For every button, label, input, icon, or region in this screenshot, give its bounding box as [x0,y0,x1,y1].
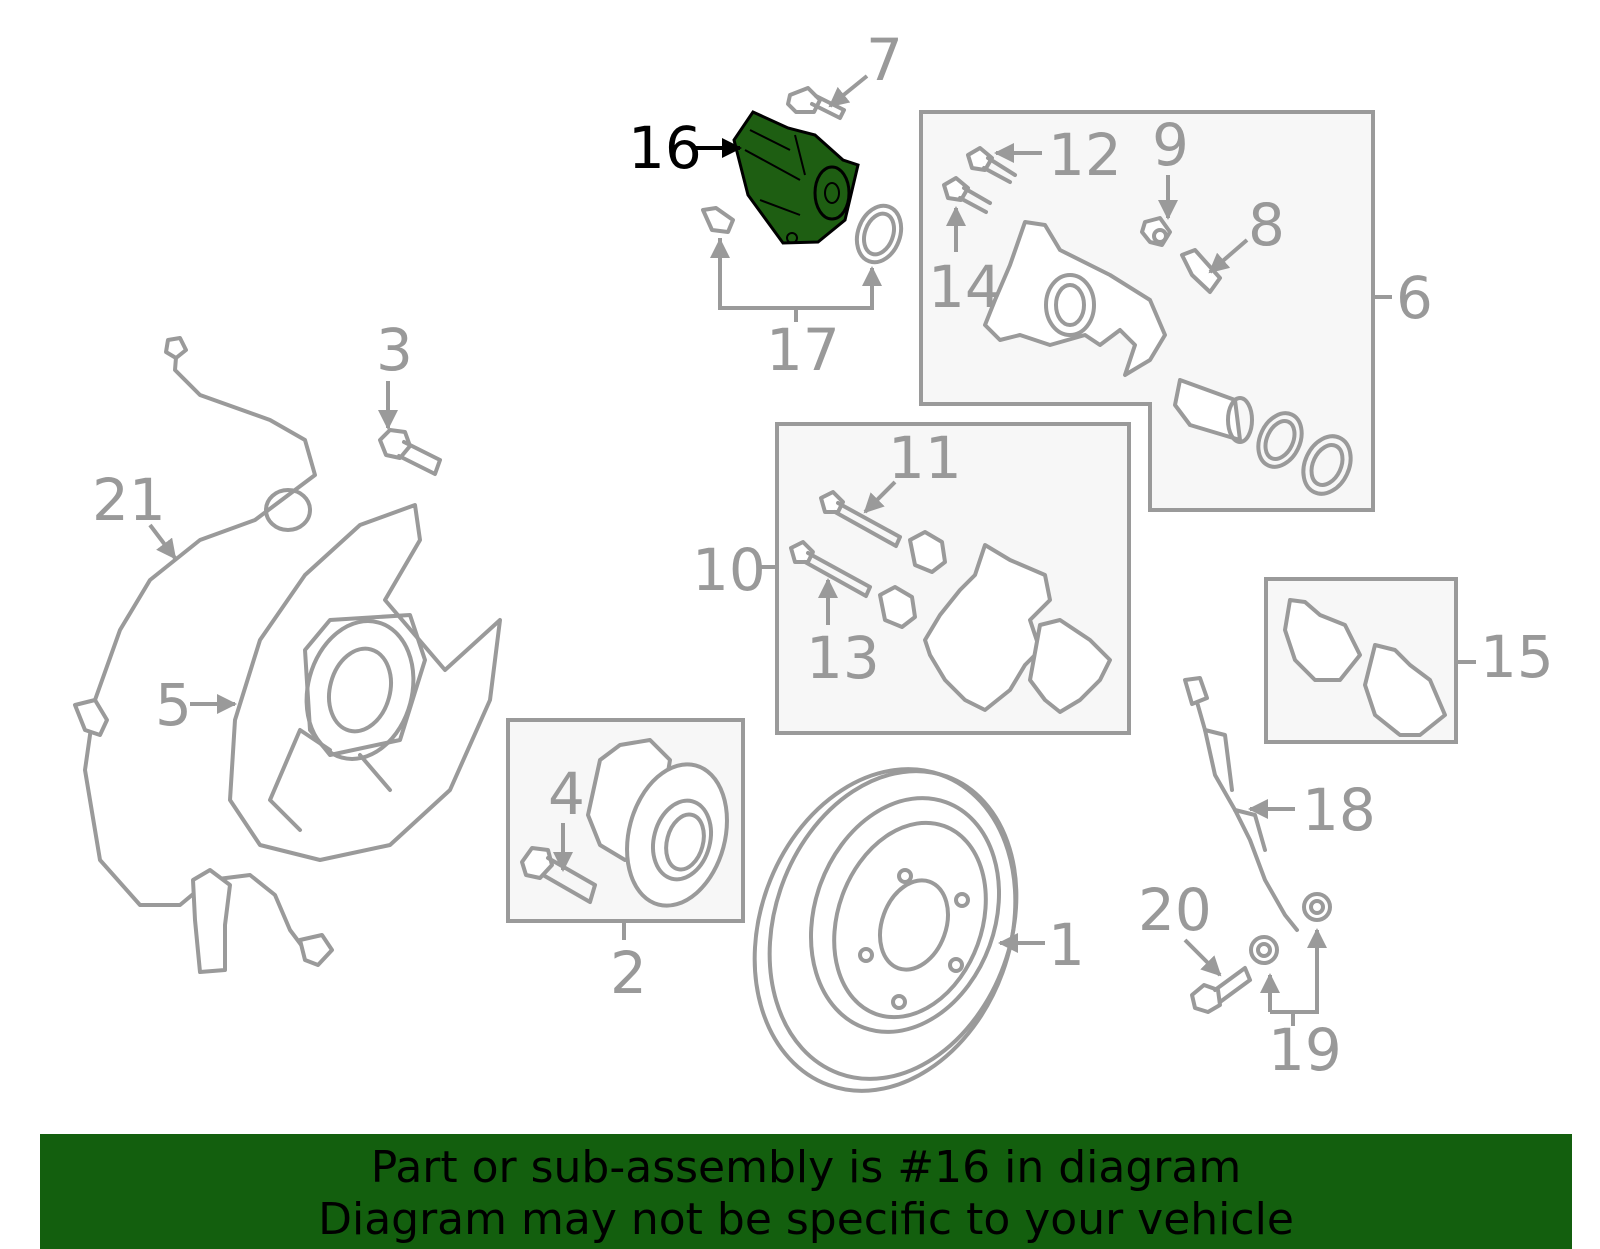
hub-part-2 [520,738,729,940]
dust-shield-part-5 [190,503,502,862]
bolt-part-7 [786,74,869,120]
brake-pads-part-15 [1283,598,1476,737]
bleeder-parts-8-9 [1140,175,1249,294]
callout-8: 8 [1248,191,1285,259]
caliper-bracket-part-10 [758,480,1112,714]
callout-2: 2 [610,939,647,1007]
abs-sensor-part-21 [73,336,334,974]
callout-6: 6 [1396,264,1433,332]
callout-12: 12 [1048,121,1122,189]
callout-18: 18 [1302,776,1376,844]
callout-11: 11 [888,424,962,492]
callout-5: 5 [155,671,192,739]
bolt-and-oring-part-17 [701,203,904,322]
callout-19: 19 [1268,1016,1342,1084]
bolt-part-3 [378,381,442,476]
info-banner: Part or sub-assembly is #16 in diagram D… [40,1134,1572,1249]
callout-9: 9 [1152,111,1189,179]
callout-10: 10 [692,536,766,604]
callout-14: 14 [928,253,1002,321]
brake-hose-part-18 [1183,676,1299,932]
callout-7: 7 [866,26,903,94]
banner-line-disclaimer: Diagram may not be specific to your vehi… [318,1194,1294,1245]
callout-3: 3 [376,316,413,384]
washers-part-19 [1249,892,1332,1026]
callout-20: 20 [1138,876,1212,944]
callout-21: 21 [92,466,166,534]
bolt-part-20 [1183,938,1252,1014]
callout-4: 4 [548,760,585,828]
bolts-part-12-14 [942,143,1042,252]
caliper-part-6 [983,220,1392,496]
callout-16[interactable]: 16 [628,114,702,182]
callout-15: 15 [1480,623,1554,691]
callout-1: 1 [1048,911,1085,979]
banner-line-part: Part or sub-assembly is #16 in diagram [370,1142,1242,1193]
callout-17: 17 [766,316,840,384]
brake-rotor-part-1 [752,767,1045,1093]
actuator-motor-part-16[interactable] [732,110,860,245]
callout-13: 13 [806,624,880,692]
